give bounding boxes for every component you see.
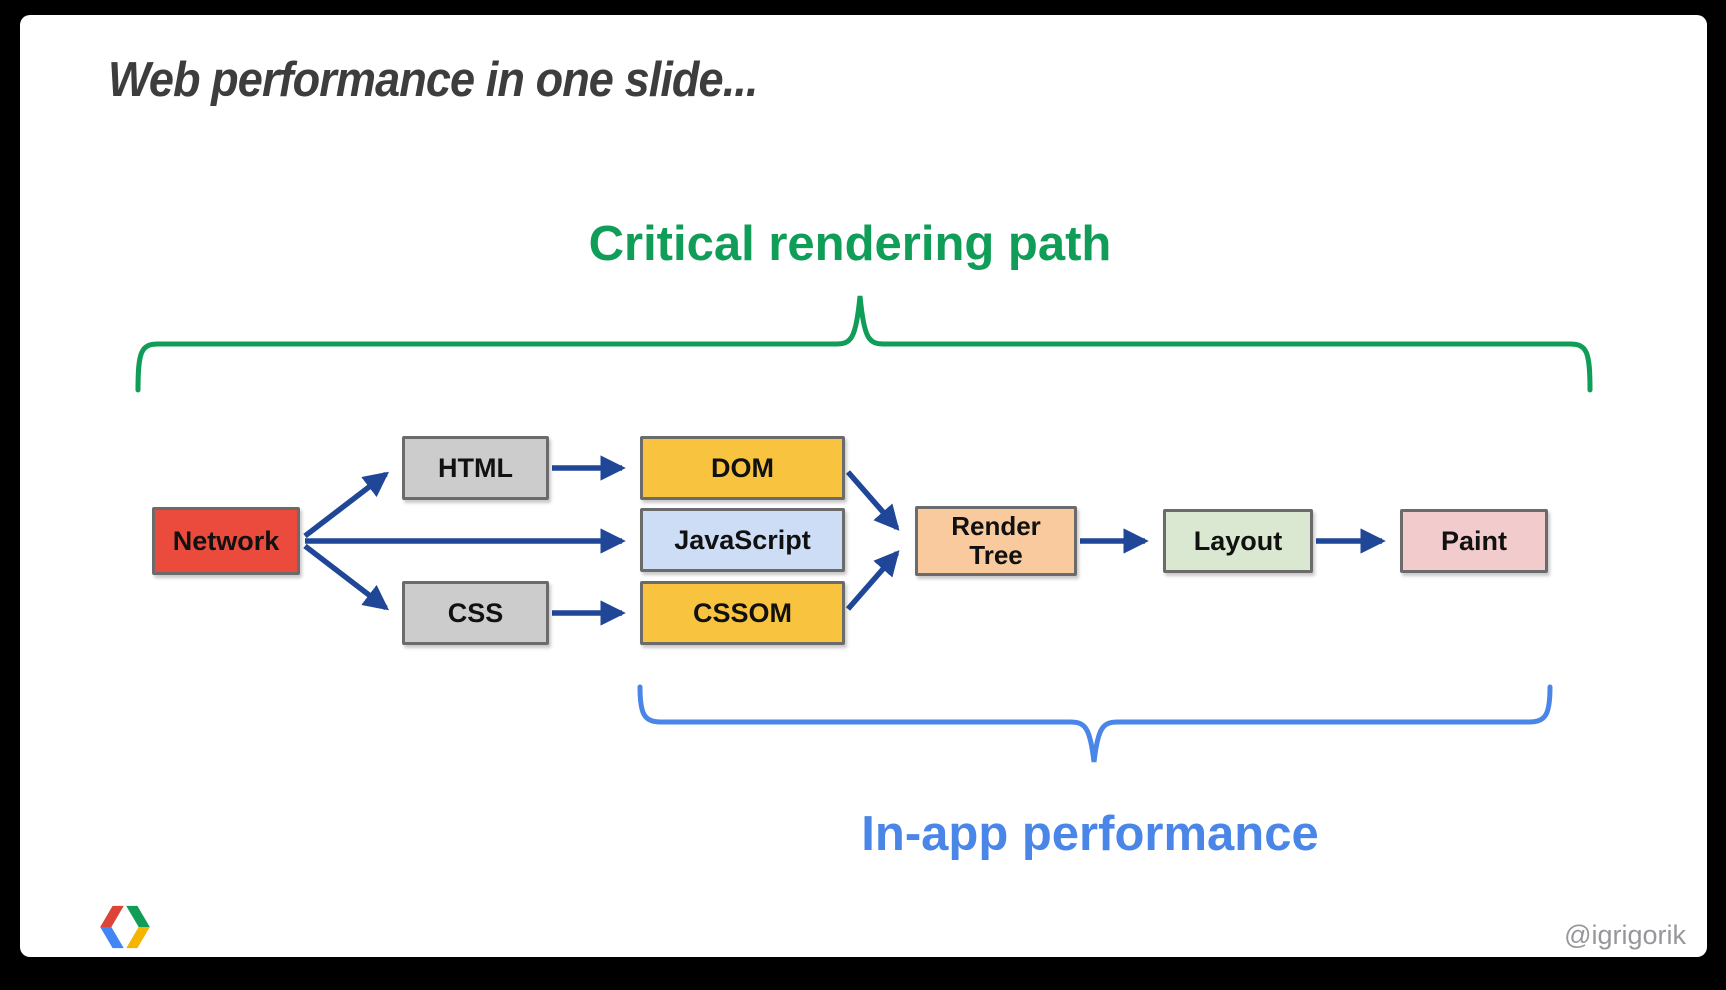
critical-rendering-path-label: Critical rendering path (588, 217, 1112, 271)
node-html: HTML (402, 436, 549, 500)
node-dom-label: DOM (711, 452, 774, 483)
author-handle: @igrigorik (1564, 920, 1686, 950)
node-html-label: HTML (438, 452, 513, 483)
node-paint: Paint (1400, 509, 1548, 573)
node-javascript-label: JavaScript (674, 524, 811, 555)
node-network-label: Network (172, 525, 280, 556)
node-network: Network (152, 507, 300, 575)
node-layout-label: Layout (1193, 525, 1283, 556)
google-developers-logo-icon (100, 905, 150, 949)
node-layout: Layout (1163, 509, 1313, 573)
slide-title: Web performance in one slide... (108, 53, 758, 107)
node-dom: DOM (640, 436, 845, 500)
node-paint-label: Paint (1440, 525, 1507, 556)
node-javascript: JavaScript (640, 508, 845, 572)
node-render-tree: Render Tree (915, 506, 1077, 576)
node-render-tree-label: Render Tree (951, 510, 1041, 570)
node-cssom-label: CSSOM (692, 597, 792, 628)
node-css: CSS (402, 581, 549, 645)
node-css-label: CSS (447, 597, 504, 628)
node-cssom: CSSOM (640, 581, 845, 645)
in-app-performance-label: In-app performance (861, 807, 1319, 861)
